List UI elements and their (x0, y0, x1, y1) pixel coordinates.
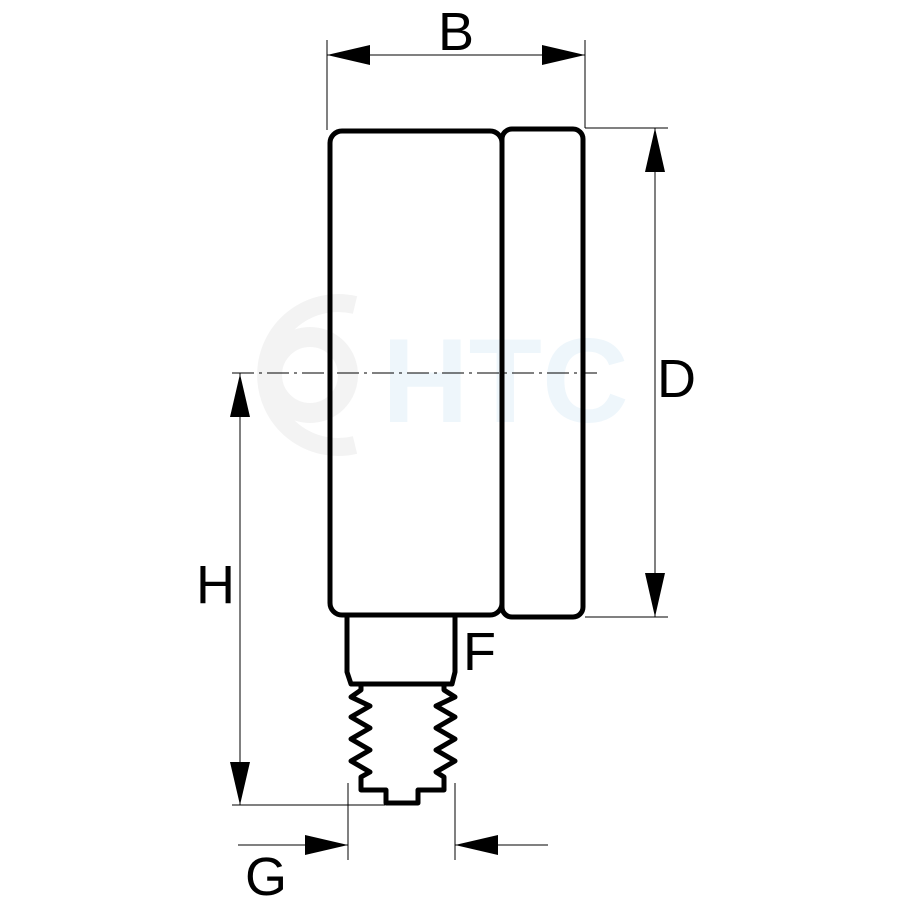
watermark-logo: HTC (257, 294, 629, 456)
arrow-down-icon (645, 573, 665, 617)
arrow-down-icon (230, 762, 250, 805)
arrow-left-icon (455, 835, 498, 855)
arrow-right-icon (305, 835, 348, 855)
label-g: G (245, 847, 287, 900)
arrow-up-icon (645, 128, 665, 172)
label-b: B (438, 2, 474, 62)
arrow-up-icon (230, 374, 250, 417)
thread-left (348, 684, 458, 806)
watermark-text: HTC (382, 314, 629, 448)
dimension-h (232, 373, 385, 806)
label-f: F (463, 622, 496, 682)
gauge-bezel (499, 126, 586, 620)
arrow-right-icon (542, 45, 585, 65)
arrow-left-icon (327, 45, 370, 65)
label-d: D (657, 349, 696, 409)
wrench-flat-socket (344, 617, 458, 687)
label-h: H (196, 555, 235, 615)
dimension-d (585, 127, 668, 618)
